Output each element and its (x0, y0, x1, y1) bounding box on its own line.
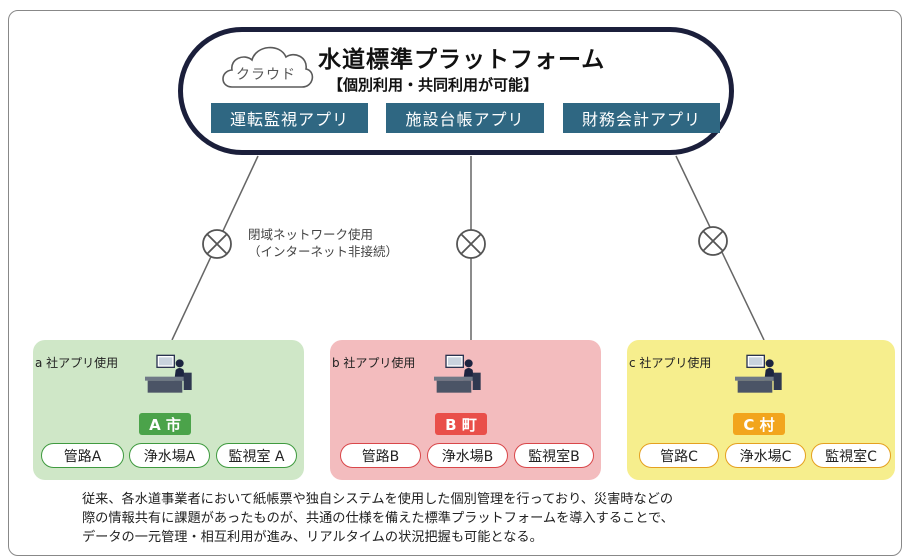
facility-chip[interactable]: 浄水場A (129, 443, 210, 468)
facility-chip[interactable]: 管路C (639, 443, 719, 468)
cloud-icon (222, 46, 314, 88)
description-line: 際の情報共有に課題があったものが、共通の仕様を備えた標準プラットフォームを導入す… (82, 511, 674, 526)
facility-chip[interactable]: 浄水場C (725, 443, 806, 468)
description-line: データの一元管理・相互利用が進み、リアルタイムの状況把握も可能となる。 (82, 530, 543, 545)
platform-title: 水道標準プラットフォーム (318, 47, 606, 73)
operator-panel-c: c 社アプリ使用 C 村 管路C 浄水場C 監視室C (627, 340, 895, 480)
closed-network-icon (698, 226, 728, 256)
operator-panel-b: b 社アプリ使用 B 町 管路B 浄水場B 監視室B (330, 340, 601, 480)
platform-subtitle: 【個別利用・共同利用が可能】 (328, 76, 539, 94)
operator-workstation-icon (434, 354, 481, 393)
app-button-facility-ledger[interactable]: 施設台帳アプリ (386, 103, 544, 133)
company-label: c 社アプリ使用 (629, 356, 712, 370)
facility-chip[interactable]: 浄水場B (427, 443, 508, 468)
municipality-label: A 市 (139, 413, 191, 435)
municipality-label: B 町 (435, 413, 487, 435)
facility-chip[interactable]: 管路A (41, 443, 124, 468)
municipality-label: C 村 (733, 413, 785, 435)
description-text: 従来、各水道事業者において紙帳票や独自システムを使用した個別管理を行っており、災… (82, 490, 882, 547)
operator-workstation-icon (735, 354, 782, 393)
app-button-operation-monitoring[interactable]: 運転監視アプリ (211, 103, 368, 133)
facility-chip[interactable]: 管路B (340, 443, 421, 468)
network-note-line-1: 閉域ネットワーク使用 (248, 227, 374, 242)
facility-chip[interactable]: 監視室B (514, 443, 594, 468)
operator-panel-a: a 社アプリ使用 A 市 管路A 浄水場A 監視室 A (33, 340, 304, 480)
network-note-line-2: （インターネット非接続） (248, 244, 399, 259)
cloud-label: クラウド (236, 67, 296, 83)
network-note: 閉域ネットワーク使用 （インターネット非接続） (248, 226, 398, 260)
app-button-financial-accounting[interactable]: 財務会計アプリ (563, 103, 720, 133)
closed-network-icon (456, 229, 486, 259)
closed-network-icon (202, 229, 232, 259)
facility-chip[interactable]: 監視室C (811, 443, 891, 468)
company-label: b 社アプリ使用 (332, 356, 416, 370)
operator-workstation-icon (145, 354, 192, 393)
platform-oval (178, 27, 734, 155)
description-line: 従来、各水道事業者において紙帳票や独自システムを使用した個別管理を行っており、災… (82, 492, 674, 507)
facility-chip[interactable]: 監視室 A (216, 443, 297, 468)
company-label: a 社アプリ使用 (35, 356, 119, 370)
